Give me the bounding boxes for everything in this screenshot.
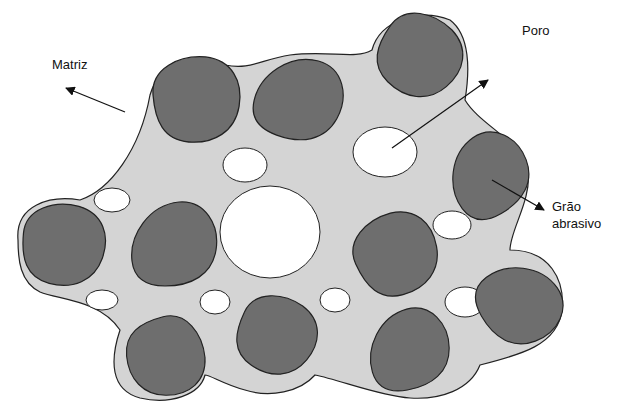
abrasive-grain — [16, 197, 112, 292]
abrasive-grain — [434, 120, 544, 230]
abrasive-grain — [361, 0, 477, 113]
leader-arrow — [66, 88, 125, 112]
pore — [320, 288, 350, 312]
pore — [353, 127, 417, 177]
pores — [86, 127, 485, 317]
part-label: Matriz — [52, 56, 87, 73]
abrasive-grain — [466, 249, 576, 359]
pore — [220, 186, 320, 278]
abrasive-grain — [121, 311, 211, 402]
pore — [223, 148, 267, 182]
abrasive-grain — [245, 45, 354, 153]
pore — [86, 290, 118, 310]
abrasive-grain — [153, 57, 240, 142]
part-label: Poro — [522, 22, 549, 39]
abrasive-grain — [132, 202, 217, 286]
part-label: Grão abrasivo — [552, 198, 616, 232]
abrasive-grains — [16, 0, 576, 402]
pore — [200, 290, 230, 314]
leader-arrow — [392, 80, 488, 148]
bond-matrix — [18, 15, 563, 400]
abrasive-grain — [223, 282, 330, 388]
abrasive-grain — [362, 303, 455, 396]
pore — [94, 188, 130, 212]
abrasive-grain — [343, 202, 449, 307]
leader-lines — [66, 80, 544, 210]
pore — [433, 211, 471, 239]
leader-arrow — [492, 180, 544, 210]
